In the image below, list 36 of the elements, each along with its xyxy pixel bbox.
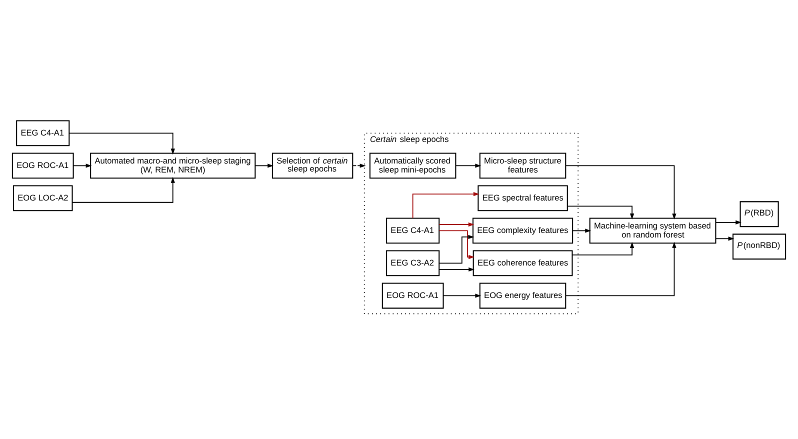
arrow xyxy=(438,230,475,259)
node-box: EOG energy features xyxy=(479,282,566,308)
arrow xyxy=(72,176,175,202)
node-box: EEG C4-A1 xyxy=(386,217,440,244)
arrow xyxy=(68,132,175,154)
arrow xyxy=(443,293,482,298)
node-box: EEG spectral features xyxy=(478,184,568,211)
node-box: EEG C3-A2 xyxy=(386,250,440,276)
node-box: Machine-learning system based on random forest xyxy=(589,217,716,244)
node-box: Micro-sleep structure features xyxy=(479,152,566,178)
node-box: EOG LOC-A2 xyxy=(12,184,73,211)
arrow xyxy=(716,220,742,224)
arrow xyxy=(412,191,480,218)
arrow xyxy=(438,234,474,264)
arrow xyxy=(438,266,475,272)
node-box: P(RBD) xyxy=(740,200,779,227)
arrow xyxy=(254,163,274,168)
arrow xyxy=(438,222,474,226)
node-box: Automated macro-and micro-sleep staging (W, REM, NREM) xyxy=(90,152,256,178)
node-box: Selection of certain sleep epochs xyxy=(272,152,354,178)
node-box: EOG ROC-A1 xyxy=(382,282,444,308)
node-box: EEG coherence features xyxy=(472,250,573,276)
arrow xyxy=(72,163,92,168)
arrow xyxy=(567,205,634,220)
arrow xyxy=(716,236,734,240)
node-box: EEG C4-A1 xyxy=(16,120,70,146)
arrow xyxy=(456,163,482,168)
node-box: EOG ROC-A1 xyxy=(12,152,74,178)
arrow xyxy=(565,164,676,220)
node-box: P(nonRBD) xyxy=(732,233,786,260)
arrow xyxy=(352,163,366,168)
arrow xyxy=(572,242,634,255)
node-box: EEG complexity features xyxy=(472,217,574,244)
arrow xyxy=(565,241,676,296)
node-box: Automatically scored sleep mini-epochs xyxy=(369,152,456,178)
arrow xyxy=(572,228,592,232)
